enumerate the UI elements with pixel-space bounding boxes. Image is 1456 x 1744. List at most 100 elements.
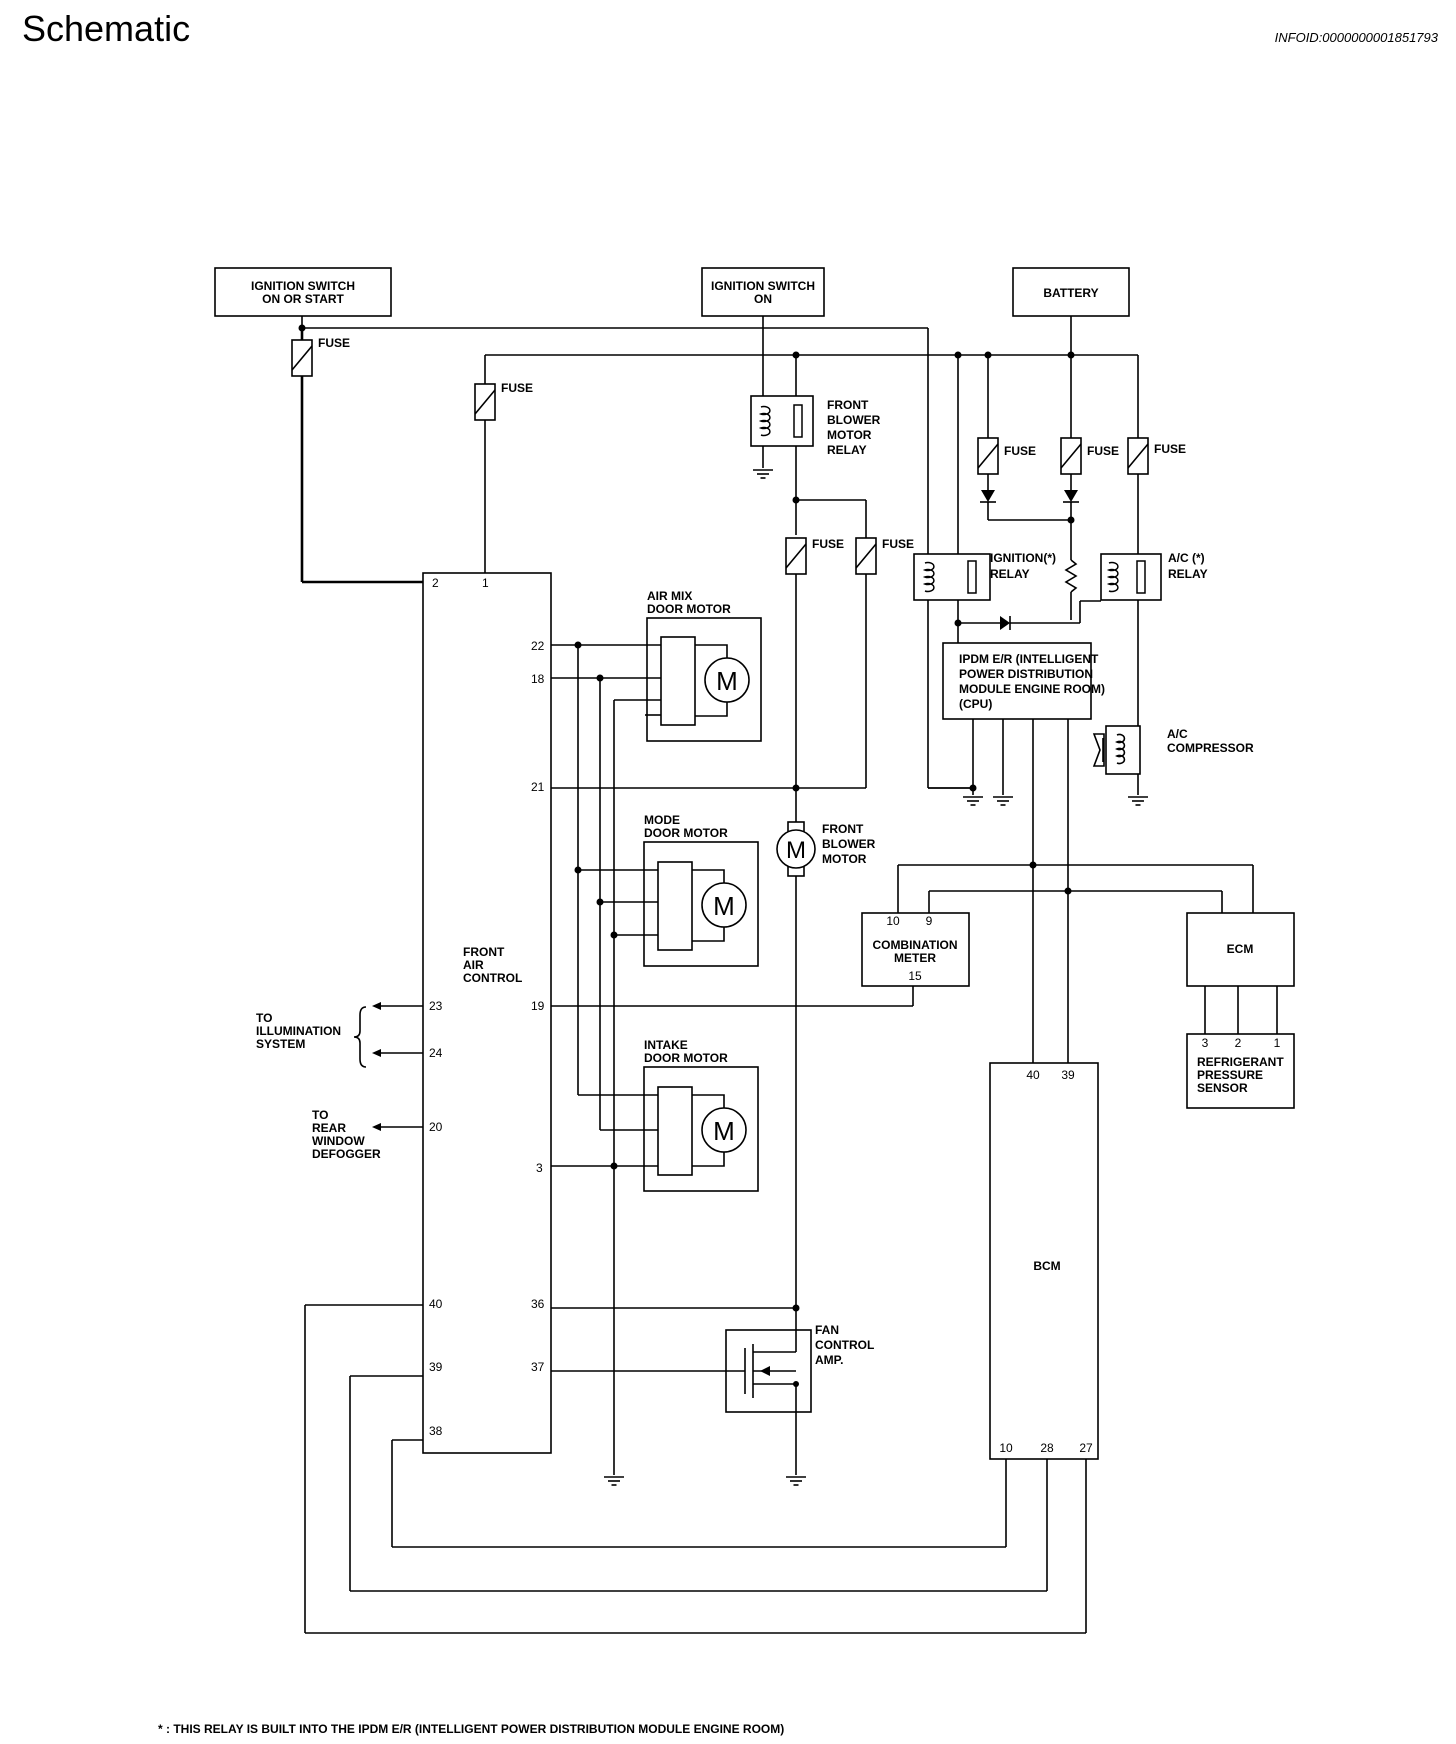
sensor-label-2: PRESSURE: [1197, 1068, 1263, 1082]
ac-comp-label-1: A/C: [1167, 727, 1188, 741]
combination-meter: 10 9 COMBINATION METER 15: [861, 912, 970, 987]
fuse-label-d: FUSE: [882, 537, 914, 551]
fuse-symbol: [785, 537, 807, 575]
ac-relay-label-2: RELAY: [1168, 567, 1208, 581]
refrigerant-pressure-sensor: 3 2 1 REFRIGERANT PRESSURE SENSOR: [1186, 1033, 1295, 1109]
fac-pin-21: 21: [531, 780, 545, 794]
to-rear-window-defogger: TO REAR WINDOW DEFOGGER: [312, 1108, 423, 1161]
fuse-symbol: [474, 383, 496, 421]
ground-symbol: [1127, 796, 1149, 806]
sensor-label-3: SENSOR: [1197, 1081, 1248, 1095]
ign-on-start-label-1: IGNITION SWITCH: [251, 279, 355, 293]
ecm: ECM: [1186, 912, 1295, 987]
ipdm-label-1: IPDM E/R (INTELLIGENT: [959, 652, 1099, 666]
fac-pin-19: 19: [531, 999, 545, 1013]
fac-pin-39: 39: [429, 1360, 443, 1374]
sensor-label-1: REFRIGERANT: [1197, 1055, 1284, 1069]
air-mix-door-motor: AIR MIX DOOR MOTOR M: [646, 589, 762, 742]
fac-pin-20: 20: [429, 1120, 443, 1134]
front-air-control: FRONT AIR CONTROL 2 1 22 18 21 19 3 36 3…: [422, 572, 552, 1454]
mode-motor-symbol: M: [713, 891, 735, 921]
ground-symbol: [962, 796, 984, 806]
front-blower-motor: M FRONT BLOWER MOTOR: [776, 821, 876, 877]
bcm-pin-10: 10: [999, 1441, 1013, 1455]
defog-label-1: TO: [312, 1108, 328, 1122]
ac-comp-label-2: COMPRESSOR: [1167, 741, 1254, 755]
fuse-symbol: [1127, 437, 1149, 475]
intake-door-motor: INTAKE DOOR MOTOR M: [643, 1038, 759, 1192]
to-illumination-system: TO ILLUMINATION SYSTEM: [256, 1002, 423, 1068]
fac-label-1: FRONT: [463, 945, 505, 959]
mode-label-2: DOOR MOTOR: [644, 826, 728, 840]
info-id: INFOID:0000000001851793: [1274, 30, 1438, 45]
illum-label-2: ILLUMINATION: [256, 1024, 341, 1038]
ign-on-label-2: ON: [754, 292, 772, 306]
meter-pin-15: 15: [908, 969, 922, 983]
blower-relay-label-1: FRONT: [827, 398, 869, 412]
fuse-label-c: FUSE: [812, 537, 844, 551]
fuse-label-a: FUSE: [318, 336, 350, 350]
blower-motor-label-1: FRONT: [822, 822, 864, 836]
fac-pin-23: 23: [429, 999, 443, 1013]
battery: BATTERY: [1012, 267, 1130, 317]
fac-pin-37: 37: [531, 1360, 545, 1374]
fan-control-amp: FAN CONTROL AMP.: [725, 1323, 874, 1413]
fac-pin-22: 22: [531, 639, 545, 653]
ac-compressor: A/C COMPRESSOR: [1092, 725, 1254, 775]
meter-label-1: COMBINATION: [872, 938, 957, 952]
sensor-pin-2: 2: [1235, 1036, 1242, 1050]
fuse-label-g: FUSE: [1154, 442, 1186, 456]
bcm-pin-39: 39: [1061, 1068, 1075, 1082]
blower-motor-label-3: MOTOR: [822, 852, 867, 866]
blower-relay-label-3: MOTOR: [827, 428, 872, 442]
bcm-pin-27: 27: [1079, 1441, 1093, 1455]
ignition-switch-on: IGNITION SWITCH ON: [701, 267, 825, 317]
sensor-pin-1: 1: [1274, 1036, 1281, 1050]
airmix-motor-symbol: M: [716, 666, 738, 696]
ac-relay: A/C (*) RELAY: [1100, 551, 1208, 601]
airmix-label-1: AIR MIX: [647, 589, 692, 603]
battery-label: BATTERY: [1043, 286, 1098, 300]
fuse-symbol: [1060, 437, 1082, 475]
sensor-pin-3: 3: [1202, 1036, 1209, 1050]
defog-label-4: DEFOGGER: [312, 1147, 381, 1161]
fan-amp-label-2: CONTROL: [815, 1338, 874, 1352]
fan-amp-label-1: FAN: [815, 1323, 839, 1337]
footnote: * : THIS RELAY IS BUILT INTO THE IPDM E/…: [158, 1722, 785, 1736]
ipdm-label-4: (CPU): [959, 697, 992, 711]
fuse-symbol: [855, 537, 877, 575]
mode-door-motor: MODE DOOR MOTOR M: [643, 813, 759, 967]
intake-label-1: INTAKE: [644, 1038, 688, 1052]
bcm-label: BCM: [1033, 1259, 1060, 1273]
defog-label-2: REAR: [312, 1121, 346, 1135]
ecm-label: ECM: [1227, 942, 1254, 956]
meter-pin-9: 9: [926, 914, 933, 928]
fac-pin-38: 38: [429, 1424, 443, 1438]
fac-pin-1: 1: [482, 576, 489, 590]
ign-relay-label-1: IGNITION(*): [990, 551, 1056, 565]
bcm: 40 39 BCM 10 28 27: [989, 1062, 1099, 1460]
ground-symbol: [603, 1476, 625, 1486]
intake-label-2: DOOR MOTOR: [644, 1051, 728, 1065]
blower-relay-label-4: RELAY: [827, 443, 867, 457]
illum-label-1: TO: [256, 1011, 272, 1025]
fac-pin-18: 18: [531, 672, 545, 686]
illum-label-3: SYSTEM: [256, 1037, 305, 1051]
ground-symbol: [752, 469, 774, 479]
blower-motor-symbol: M: [786, 837, 806, 864]
fac-pin-24: 24: [429, 1046, 443, 1060]
ignition-switch-on-or-start: IGNITION SWITCH ON OR START: [214, 267, 392, 317]
defog-label-3: WINDOW: [312, 1134, 365, 1148]
ipdm-label-2: POWER DISTRIBUTION: [959, 667, 1093, 681]
fac-label-2: AIR: [463, 958, 484, 972]
fac-pin-3: 3: [536, 1161, 543, 1175]
ipdm-er: IPDM E/R (INTELLIGENT POWER DISTRIBUTION…: [942, 642, 1105, 720]
fac-pin-40: 40: [429, 1297, 443, 1311]
fac-label-3: CONTROL: [463, 971, 522, 985]
fuse-label-f: FUSE: [1087, 444, 1119, 458]
ipdm-label-3: MODULE ENGINE ROOM): [959, 682, 1105, 696]
fac-pin-36: 36: [531, 1297, 545, 1311]
ign-on-label-1: IGNITION SWITCH: [711, 279, 815, 293]
ac-relay-label-1: A/C (*): [1168, 551, 1205, 565]
